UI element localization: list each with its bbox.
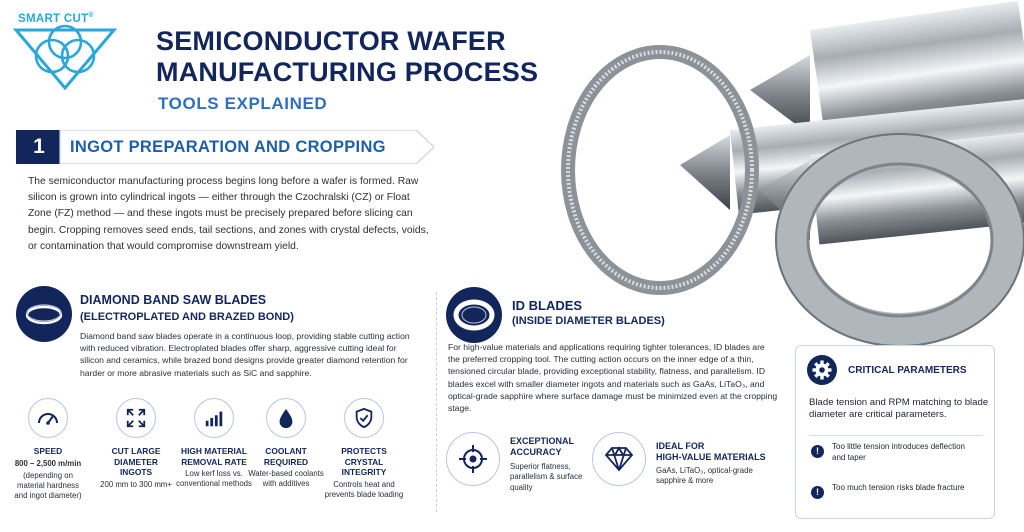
id-blade-ring-icon (446, 287, 502, 343)
page-title-line1: SEMICONDUCTOR WAFER (156, 26, 506, 56)
id-blade-ring (775, 133, 1024, 345)
feature-note: Controls heat and prevents blade loading (324, 479, 404, 499)
feature-title: SPEED (33, 446, 63, 456)
page-subtitle: TOOLS EXPLAINED (158, 94, 328, 113)
gear-icon (807, 355, 837, 385)
feature-title: COOLANT REQUIRED (263, 446, 309, 467)
band-saw-title: DIAMOND BAND SAW BLADES (80, 293, 267, 307)
id-blades-title: ID BLADES (512, 298, 583, 313)
feature-note: (depending on material hardness and ingo… (14, 470, 82, 500)
feature-title: CUT LARGE DIAMETER INGOTS (111, 446, 161, 477)
feature-note: GaAs, LiTaO₃, optical-grade sapphire & m… (656, 466, 753, 486)
divider (809, 435, 983, 436)
feature-crystal-integrity: PROTECTS CRYSTAL INTEGRITY Controls heat… (322, 398, 406, 500)
feature-note: Superior flatness, parallelism & surface… (510, 462, 583, 492)
speedometer-icon (28, 398, 68, 438)
section-intro: The semiconductor manufacturing process … (28, 176, 429, 252)
smart-cut-logo (12, 24, 118, 90)
feature-cut-large: CUT LARGE DIAMETER INGOTS 200 mm to 300 … (98, 398, 174, 490)
section-banner (16, 130, 434, 164)
feature-removal-rate: HIGH MATERIAL REMOVAL RATE Low kerf loss… (176, 398, 252, 489)
feature-title: HIGH MATERIAL REMOVAL RATE (181, 446, 247, 467)
feature-note: Water-based coolants with additives (248, 469, 324, 488)
critical-parameters-description: Blade tension and RPM matching to blade … (809, 397, 989, 420)
page-title-line2: MANUFACTURING PROCESS (156, 57, 539, 87)
warning-text: Too much tension risks blade fracture (832, 483, 965, 492)
alert-icon: ! (811, 445, 824, 458)
alert-icon: ! (811, 486, 824, 499)
critical-parameters-title: CRITICAL PARAMETERS (848, 365, 967, 376)
shield-check-icon (344, 398, 384, 438)
id-blades-subtitle: (INSIDE DIAMETER BLADES) (512, 315, 665, 327)
section-number: 1 (33, 135, 45, 158)
column-divider (436, 292, 437, 512)
feature-note: Low kerf loss vs. conventional methods (176, 469, 252, 488)
section-title: INGOT PREPARATION AND CROPPING (70, 138, 386, 156)
band-ring-icon (16, 286, 72, 342)
band-saw-description: Diamond band saw blades operate in a con… (80, 331, 410, 378)
diamond-icon (592, 432, 646, 486)
ingots-and-blades-illustration (561, 0, 1024, 345)
id-blades-description: For high-value materials and application… (448, 342, 778, 414)
expand-arrows-icon (116, 398, 156, 438)
feature-note: 200 mm to 300 mm+ (100, 479, 172, 489)
brand-name: SMART CUT® (18, 12, 94, 25)
feature-speed: SPEED 800 – 2,500 m/min (depending on ma… (10, 398, 86, 501)
droplet-icon (266, 398, 306, 438)
feature-title: PROTECTS CRYSTAL INTEGRITY (341, 446, 387, 477)
band-saw-subtitle: (ELECTROPLATED AND BRAZED BOND) (80, 311, 294, 323)
feature-value: 800 – 2,500 m/min (14, 458, 82, 468)
bar-chart-icon (194, 398, 234, 438)
crosshair-icon (446, 432, 500, 486)
band-saw-ring (561, 45, 759, 295)
warning-text: Too little tension introduces deflection… (832, 442, 965, 462)
feature-coolant: COOLANT REQUIRED Water-based coolants wi… (248, 398, 324, 489)
